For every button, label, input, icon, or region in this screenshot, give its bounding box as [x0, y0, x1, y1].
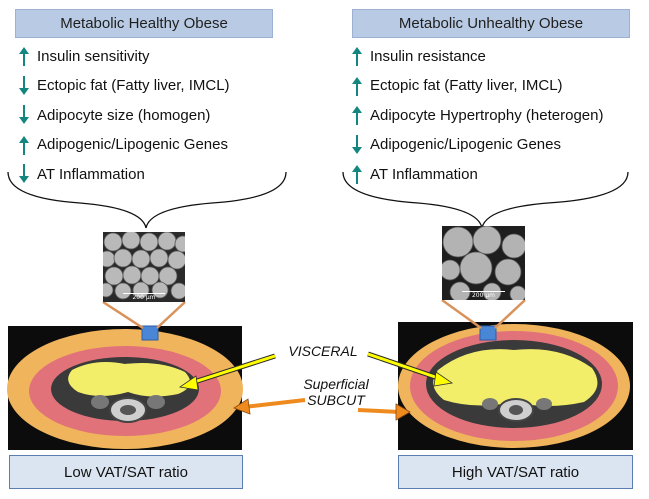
- left-connector-b: [156, 301, 186, 329]
- left-connector-a: [102, 300, 144, 330]
- left-item-text: Adipogenic/Lipogenic Genes: [37, 136, 228, 153]
- left-item-text: Adipocyte size (homogen): [37, 106, 211, 124]
- up-arrow-icon: [352, 106, 362, 125]
- down-arrow-icon: [19, 75, 29, 95]
- right-item-text: Ectopic fat (Fatty liver, IMCL): [370, 77, 563, 94]
- left-micrograph: 200 µm: [103, 232, 185, 302]
- left-scale-bar: [123, 293, 165, 294]
- right-item-3: Adipogenic/Lipogenic Genes: [350, 134, 561, 155]
- right-visceral-fat: [433, 349, 598, 406]
- right-item-1: Ectopic fat (Fatty liver, IMCL): [350, 76, 563, 96]
- left-visceral-fat: [68, 362, 191, 397]
- left-item-text: AT Inflammation: [37, 165, 145, 183]
- visceral-pointers: [178, 351, 454, 391]
- left-item-0: Insulin sensitivity: [17, 46, 150, 66]
- right-micrograph: 200 µm: [442, 226, 525, 300]
- subcut-arrowhead-right: [395, 403, 411, 421]
- right-item-text: Adipogenic/Lipogenic Genes: [370, 136, 561, 153]
- left-item-3: Adipogenic/Lipogenic Genes: [17, 135, 228, 155]
- left-ct-cross-section: [7, 325, 243, 450]
- visceral-arrowhead-left: [178, 375, 199, 391]
- right-header: Metabolic Unhealthy Obese: [352, 9, 630, 38]
- right-scale-bar: [462, 291, 505, 292]
- subcut-pointer-right: [357, 408, 401, 414]
- up-arrow-icon: [352, 76, 362, 96]
- right-item-text: Adipocyte Hypertrophy (heterogen): [370, 106, 604, 124]
- subcut-pointer-left: [243, 398, 306, 409]
- right-item-2: Adipocyte Hypertrophy (heterogen): [350, 105, 603, 125]
- subcut-arrowhead-left: [233, 398, 251, 415]
- left-ratio-box: Low VAT/SAT ratio: [9, 455, 243, 489]
- down-arrow-icon: [352, 134, 362, 154]
- up-arrow-icon: [19, 135, 29, 155]
- left-item-2: Adipocyte size (homogen): [17, 105, 210, 125]
- subcut-pointers: [233, 398, 411, 421]
- down-arrow-icon: [19, 164, 29, 183]
- left-item-text: Insulin sensitivity: [37, 47, 150, 65]
- right-connector-a: [441, 298, 482, 330]
- up-arrow-icon: [352, 47, 362, 66]
- right-adipocyte-image: [442, 226, 525, 300]
- left-item-4: AT Inflammation: [17, 164, 145, 184]
- left-marker-square: [141, 325, 159, 341]
- right-item-text: Insulin resistance: [370, 47, 486, 65]
- left-adipocyte-image: [103, 232, 185, 302]
- right-kidney-left: [482, 398, 498, 410]
- right-spine-inner: [509, 405, 523, 415]
- right-ratio-box: High VAT/SAT ratio: [398, 455, 633, 489]
- right-marker-square: [479, 325, 497, 341]
- right-item-0: Insulin resistance: [350, 46, 486, 66]
- right-item-4: AT Inflammation: [350, 164, 478, 184]
- right-ct-cross-section: [398, 322, 633, 450]
- right-connector-b: [494, 299, 526, 329]
- left-item-text: Ectopic fat (Fatty liver, IMCL): [37, 77, 230, 94]
- left-brace: [7, 171, 287, 229]
- subcut-label: Superficial SUBCUT: [300, 376, 372, 408]
- left-kidney-left: [91, 395, 109, 409]
- left-spine-inner: [120, 405, 136, 415]
- left-scale-text: 200 µm: [132, 294, 156, 301]
- visceral-arrowhead-right: [433, 371, 454, 387]
- right-item-text: AT Inflammation: [370, 165, 478, 183]
- left-kidney-right: [147, 395, 165, 409]
- right-kidney-right: [536, 398, 552, 410]
- up-arrow-icon: [352, 165, 362, 184]
- left-item-1: Ectopic fat (Fatty liver, IMCL): [17, 75, 230, 96]
- subcut-label-line1: Superficial: [303, 376, 369, 392]
- down-arrow-icon: [19, 105, 29, 124]
- subcut-label-line2: SUBCUT: [307, 392, 365, 408]
- visceral-label: VISCERAL: [288, 343, 358, 359]
- right-scale-text: 200 µm: [471, 292, 496, 299]
- left-header: Metabolic Healthy Obese: [15, 9, 273, 38]
- up-arrow-icon: [19, 47, 29, 66]
